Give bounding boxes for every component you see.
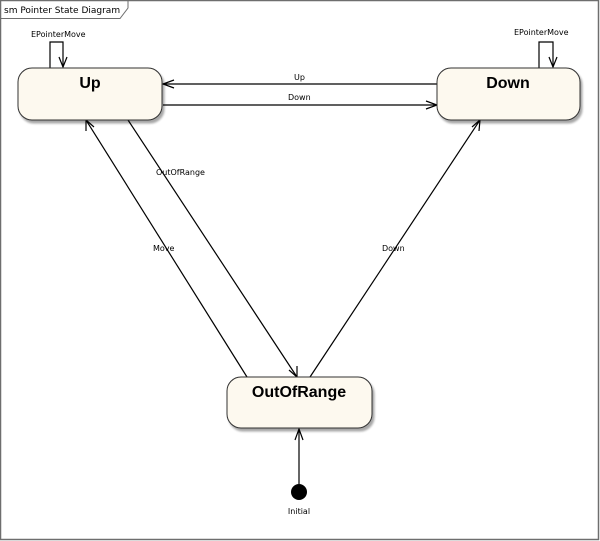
arrowhead-icon <box>58 56 68 69</box>
transition-label: OutOfRange <box>156 168 205 177</box>
frame-tab <box>0 0 129 19</box>
transition-label: Up <box>294 73 305 82</box>
transition-up-self[interactable]: EPointerMove <box>31 30 86 69</box>
arrowhead-icon <box>548 56 558 69</box>
state-box <box>17 67 163 121</box>
initial-node[interactable]: Initial <box>288 484 310 516</box>
state-down[interactable]: Down <box>436 67 581 121</box>
state-up[interactable]: Up <box>17 67 163 121</box>
transition-down-self[interactable]: EPointerMove <box>514 28 569 69</box>
transition-label: Down <box>382 244 405 253</box>
state-box <box>436 67 581 121</box>
state-box <box>226 376 373 429</box>
transition-down-to-up[interactable]: Up <box>161 73 437 89</box>
transition-label: Down <box>288 93 311 102</box>
state-name: Down <box>486 75 530 92</box>
state-name: OutOfRange <box>252 384 346 401</box>
frame-title: sm Pointer State Diagram <box>4 6 120 16</box>
state-name: Up <box>79 75 101 92</box>
arrowhead-icon <box>294 427 304 441</box>
state-out-of-range[interactable]: OutOfRange <box>226 376 373 429</box>
transition-initial-to-oor[interactable] <box>294 427 304 484</box>
transition-label: EPointerMove <box>514 28 569 37</box>
transition-label: EPointerMove <box>31 30 86 39</box>
initial-label: Initial <box>288 507 310 516</box>
initial-dot-icon <box>291 484 307 500</box>
transition-label: Move <box>153 244 175 253</box>
arrowhead-icon <box>161 79 175 89</box>
